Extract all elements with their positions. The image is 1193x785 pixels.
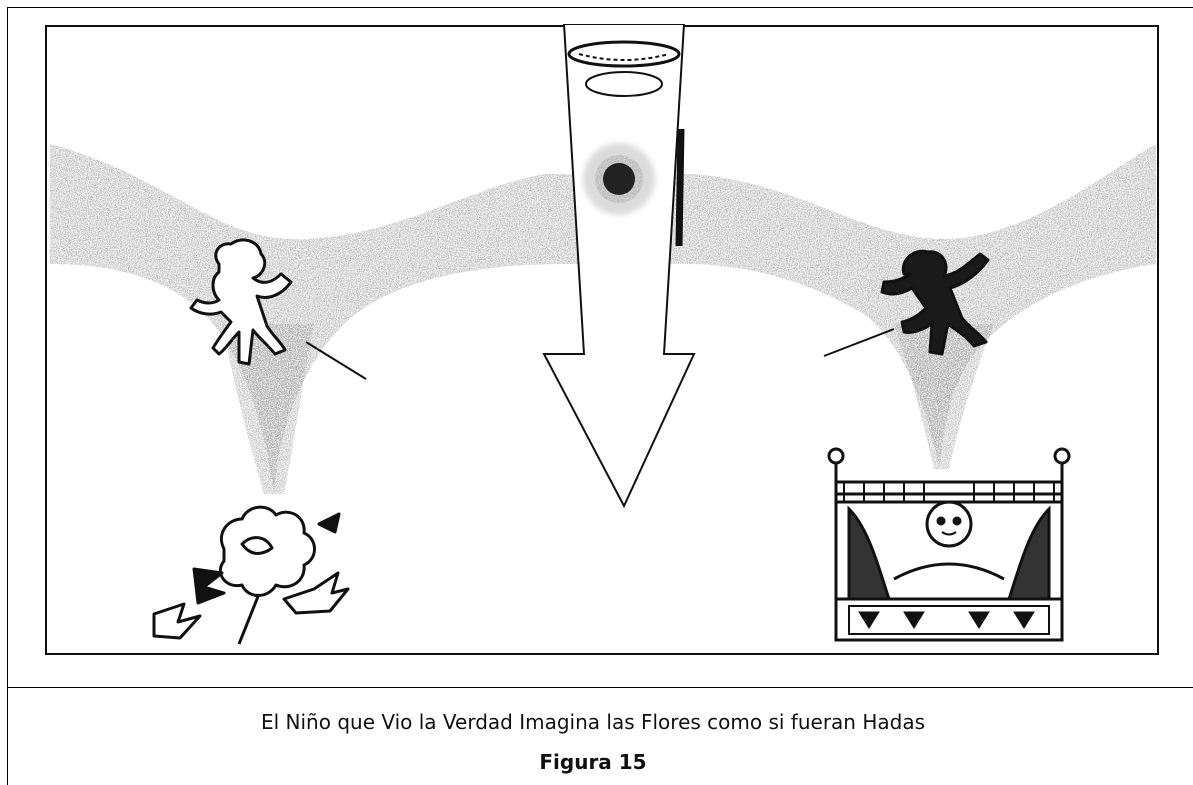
light-fairy-icon <box>189 238 367 380</box>
crib-baby-icon <box>827 447 1071 642</box>
halo-icon <box>567 40 681 97</box>
dark-sphere-icon <box>583 143 655 215</box>
figure-number: Figura 15 <box>539 750 647 774</box>
caption-left-border <box>7 687 8 785</box>
caption-divider <box>7 687 1193 688</box>
stippled-band <box>50 144 1156 494</box>
figure-frame <box>7 7 1193 687</box>
flower-icon <box>152 505 350 645</box>
figure-caption: El Niño que Vio la Verdad Imagina las Fl… <box>260 710 925 734</box>
figure-illustration <box>45 24 1159 655</box>
dark-fairy-icon <box>823 249 990 357</box>
down-arrow-icon <box>542 24 696 509</box>
